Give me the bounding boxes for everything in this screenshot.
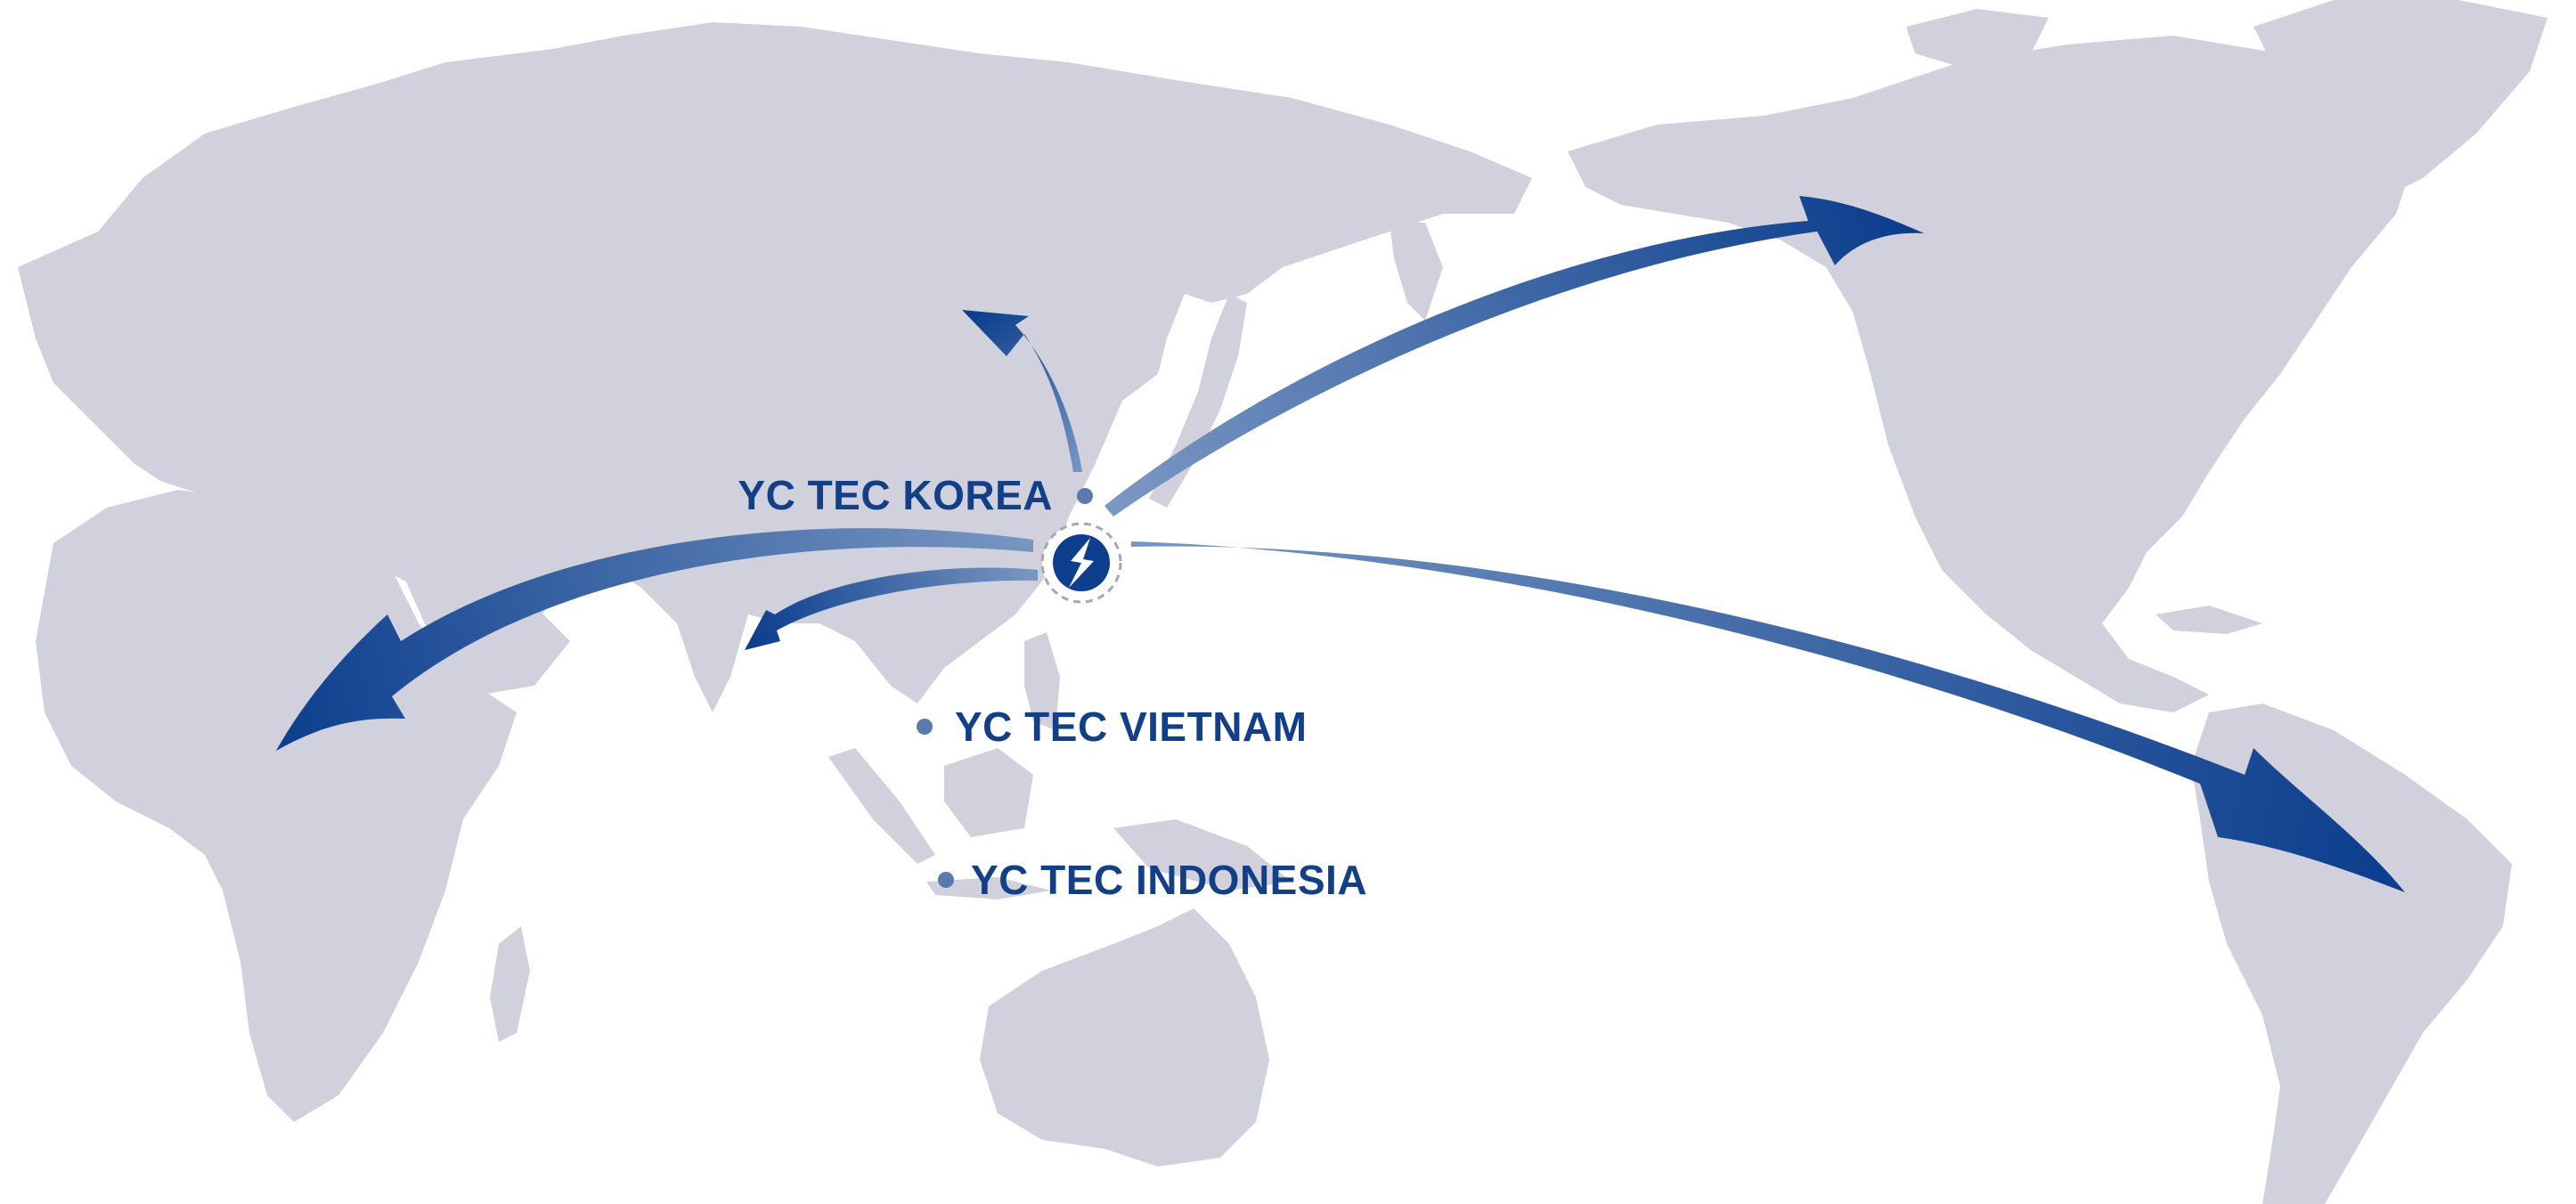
philippines-landmass [1024,632,1060,730]
yc-tec-logo-icon [1069,538,1094,588]
hub-marker [1040,522,1122,604]
site-dot [1077,488,1093,504]
madagascar-landmass [490,926,530,1042]
export-routes [276,196,2405,892]
java-landmass [926,877,1051,899]
scandinavia-landmass [205,125,356,285]
new-guinea-landmass [1113,819,1292,891]
site-korea: YC TEC KOREA [738,472,1093,518]
site-label: YC TEC INDONESIA [971,857,1367,903]
sumatra-landmass [828,748,935,864]
site-markers: YC TEC KOREA YC TEC VIETNAM YC TEC INDON… [738,472,1367,903]
caribbean-landmass [2156,606,2262,634]
north-america-landmass [1568,36,2423,712]
site-vietnam: YC TEC VIETNAM [917,704,1307,750]
eurasia-landmass [18,22,1532,712]
site-label: YC TEC VIETNAM [955,704,1307,750]
japan-landmass [1149,294,1247,508]
site-label: YC TEC KOREA [738,472,1053,518]
australia-landmass [980,908,1269,1167]
route-arrow-africa [276,528,1033,751]
borneo-landmass [944,748,1033,837]
site-dot [917,719,933,735]
site-indonesia: YC TEC INDONESIA [938,857,1367,903]
arctic-islands-landmass [1906,9,2049,67]
greenland-landmass [2254,0,2547,205]
route-arrow-north-america [1105,196,1924,517]
route-arrow-india [745,567,1038,650]
site-dot [938,872,954,888]
land-masses [18,0,2547,1204]
kamchatka-landmass [1390,223,1443,321]
